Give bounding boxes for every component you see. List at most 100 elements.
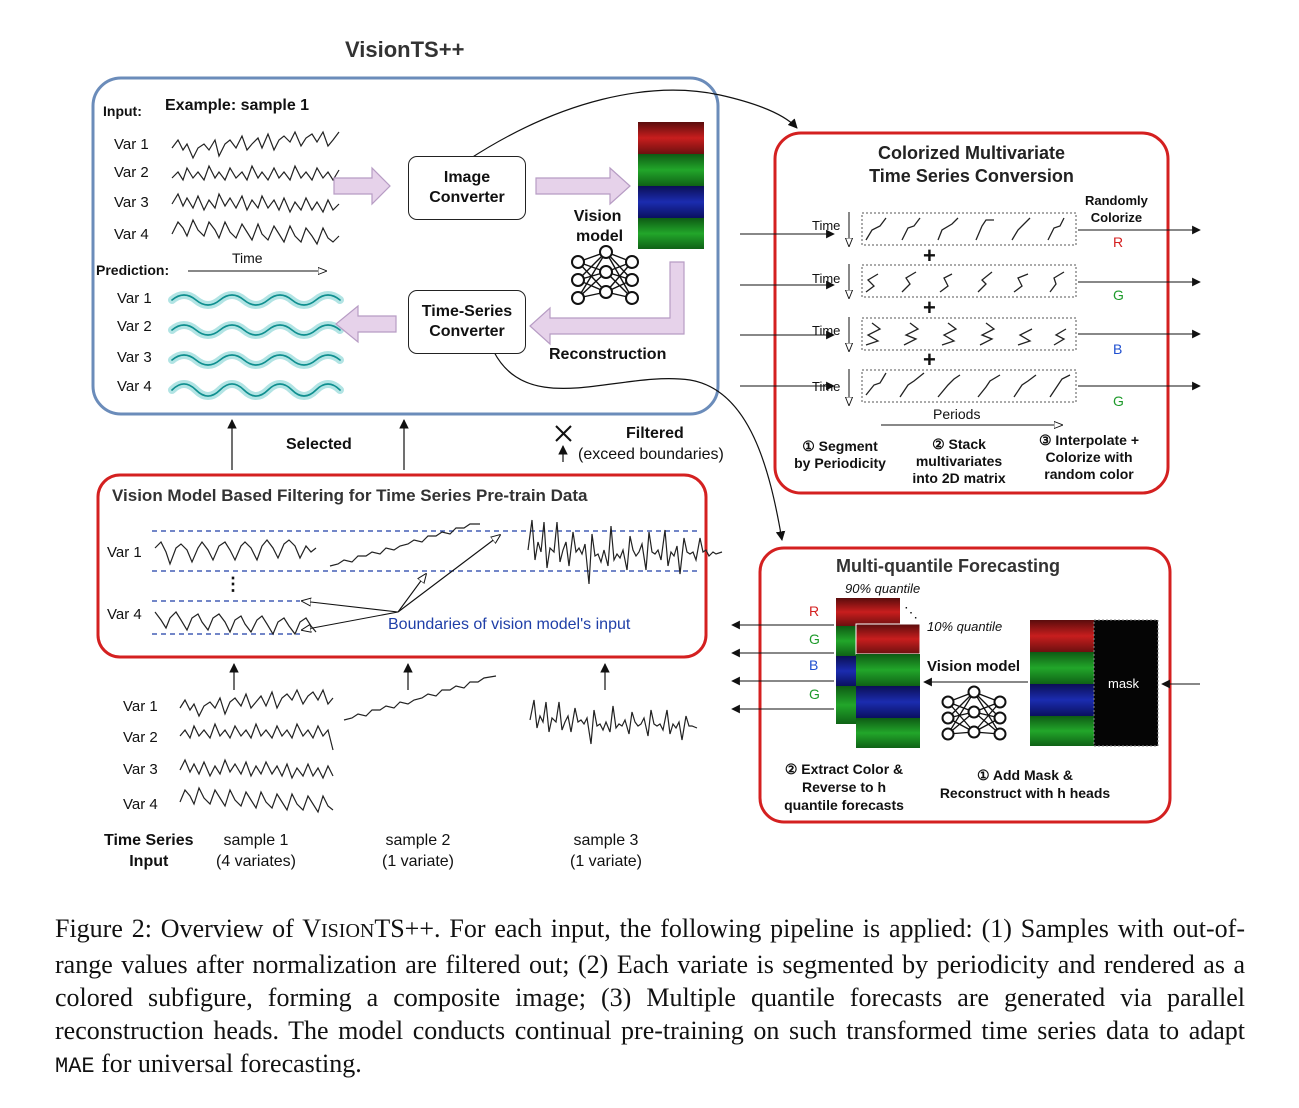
qstep2-line3: quantile forecasts bbox=[784, 797, 904, 813]
step-segment-line2: by Periodicity bbox=[794, 455, 886, 471]
filtered-x-icon bbox=[555, 425, 572, 442]
example-label: Example: sample 1 bbox=[165, 97, 310, 114]
colorized-panel-title: Colorized Multivariate Time Series Conve… bbox=[775, 142, 1168, 188]
step-interpolate-line2: Colorize with bbox=[1045, 449, 1133, 465]
sample-3-label: sample 3 (1 variate) bbox=[561, 830, 651, 872]
channel-r: R bbox=[1113, 234, 1124, 250]
step-segment: ① Segment by Periodicity bbox=[788, 438, 892, 472]
filter-ellipsis: ⋮ bbox=[224, 574, 242, 594]
segment-boxes bbox=[861, 212, 1077, 403]
caption-prefix: Figure 2: Overview of V bbox=[55, 914, 321, 943]
q90-label: 90% quantile bbox=[845, 581, 921, 596]
reconstruction-label: Reconstruction bbox=[549, 346, 667, 363]
caption-body: TS++. For each input, the following pipe… bbox=[55, 914, 1245, 1045]
curve-to-quantile-panel bbox=[493, 351, 786, 541]
plus-1: + bbox=[923, 243, 936, 268]
ts-input-line1: Time Series bbox=[104, 832, 194, 849]
colorized-title-line1: Colorized Multivariate bbox=[877, 143, 1066, 163]
ts-converter-line1: Time-Series bbox=[421, 303, 513, 320]
randomly-line1: Randomly bbox=[1085, 193, 1148, 208]
boundary-pointers bbox=[302, 535, 500, 630]
neural-net-icon-bottom bbox=[941, 685, 1007, 741]
time-axis-label: Time bbox=[232, 250, 263, 266]
prediction-waveforms bbox=[168, 291, 344, 400]
qstep1-line2: Reconstruct with h heads bbox=[939, 785, 1111, 801]
quantile-step-2: ② Extract Color & Reverse to h quantile … bbox=[776, 760, 912, 814]
filter-var-4: Var 4 bbox=[107, 606, 142, 623]
pred-var-2: Var 2 bbox=[117, 318, 152, 335]
image-converter-line1: Image bbox=[443, 169, 491, 186]
selected-label: Selected bbox=[286, 436, 352, 453]
randomly-colorize-label: Randomly Colorize bbox=[1085, 192, 1148, 226]
q-channel-g-1: G bbox=[809, 631, 820, 647]
boundaries-label: Boundaries of vision model's input bbox=[388, 616, 631, 633]
sample-2-name: sample 2 bbox=[385, 832, 451, 849]
sample-2-sub: (1 variate) bbox=[381, 853, 455, 870]
pred-var-1: Var 1 bbox=[117, 290, 152, 307]
quantile-step-1: ① Add Mask & Reconstruct with h heads bbox=[930, 766, 1120, 802]
vision-model-label-top: Vision model bbox=[572, 207, 623, 247]
step-segment-line1: ① Segment bbox=[802, 438, 878, 454]
sample-3-sub: (1 variate) bbox=[569, 853, 643, 870]
time-label-1: Time bbox=[812, 218, 841, 233]
ts-input-line2: Input bbox=[129, 853, 169, 870]
bottom-var-4: Var 4 bbox=[123, 796, 158, 813]
time-arrows bbox=[849, 212, 1062, 425]
ts-converter-line2: Converter bbox=[429, 323, 505, 340]
visionts-panel bbox=[91, 76, 720, 416]
filter-panel-title: Vision Model Based Filtering for Time Se… bbox=[112, 486, 588, 505]
qstep2-line1: ② Extract Color & bbox=[784, 761, 904, 777]
q10-label: 10% quantile bbox=[927, 619, 1003, 634]
input-waveforms bbox=[171, 130, 340, 246]
filter-var-1: Var 1 bbox=[107, 544, 142, 561]
sample-1-name: sample 1 bbox=[223, 832, 289, 849]
input-var-2: Var 2 bbox=[114, 164, 149, 181]
q-channel-r: R bbox=[809, 603, 820, 619]
vision-model-line1: Vision bbox=[573, 208, 622, 225]
image-converter-line2: Converter bbox=[429, 189, 505, 206]
ts-input-label: Time Series Input bbox=[104, 830, 194, 872]
segment-waves bbox=[865, 217, 1071, 398]
step-stack-line2: multivariates bbox=[915, 453, 1003, 469]
caption-end: for universal forecasting. bbox=[94, 1049, 362, 1078]
time-label-2: Time bbox=[812, 271, 841, 286]
periods-label: Periods bbox=[933, 406, 981, 422]
q-channel-g-2: G bbox=[809, 686, 820, 702]
filter-waveforms bbox=[154, 519, 723, 636]
filtered-label: Filtered bbox=[626, 425, 684, 442]
pred-var-4: Var 4 bbox=[117, 378, 152, 395]
mask-label: mask bbox=[1108, 676, 1140, 691]
quantile-arrows bbox=[731, 620, 1200, 714]
ts-converter-box: Time-Series Converter bbox=[408, 290, 526, 354]
pred-var-3: Var 3 bbox=[117, 349, 152, 366]
step-stack-line1: ② Stack bbox=[932, 436, 986, 452]
neural-net-icon-top bbox=[571, 245, 639, 305]
randomly-line2: Colorize bbox=[1090, 210, 1143, 225]
sample-1-label: sample 1 (4 variates) bbox=[211, 830, 301, 872]
plus-2: + bbox=[923, 295, 936, 320]
qstep2-line2: Reverse to h bbox=[801, 779, 887, 795]
colorized-title-line2: Time Series Conversion bbox=[869, 166, 1074, 186]
row-in-arrows bbox=[740, 225, 1201, 391]
q-channel-b: B bbox=[809, 657, 819, 673]
caption-smallcaps: ISION bbox=[321, 920, 375, 942]
bottom-waveforms bbox=[179, 675, 698, 814]
input-var-4: Var 4 bbox=[114, 226, 149, 243]
boundary-lines bbox=[152, 530, 698, 635]
curve-to-color-panel bbox=[467, 89, 798, 161]
main-title: VisionTS++ bbox=[345, 37, 465, 62]
step-interpolate-line1: ③ Interpolate + bbox=[1038, 432, 1140, 448]
input-label: Input: bbox=[103, 103, 142, 119]
masked-image bbox=[1030, 619, 1159, 747]
qstep1-line1: ① Add Mask & bbox=[976, 767, 1074, 783]
purple-arrows bbox=[333, 166, 685, 346]
quantile-images bbox=[836, 598, 921, 748]
up-arrows bbox=[227, 419, 610, 690]
filter-panel bbox=[96, 473, 708, 659]
channel-g-1: G bbox=[1113, 287, 1124, 303]
caption-mae: MAE bbox=[55, 1054, 95, 1079]
step-stack: ② Stack multivariates into 2D matrix bbox=[904, 436, 1014, 487]
sample-1-sub: (4 variates) bbox=[215, 853, 297, 870]
prediction-label: Prediction: bbox=[96, 262, 170, 278]
quantile-panel-title: Multi-quantile Forecasting bbox=[836, 556, 1061, 576]
